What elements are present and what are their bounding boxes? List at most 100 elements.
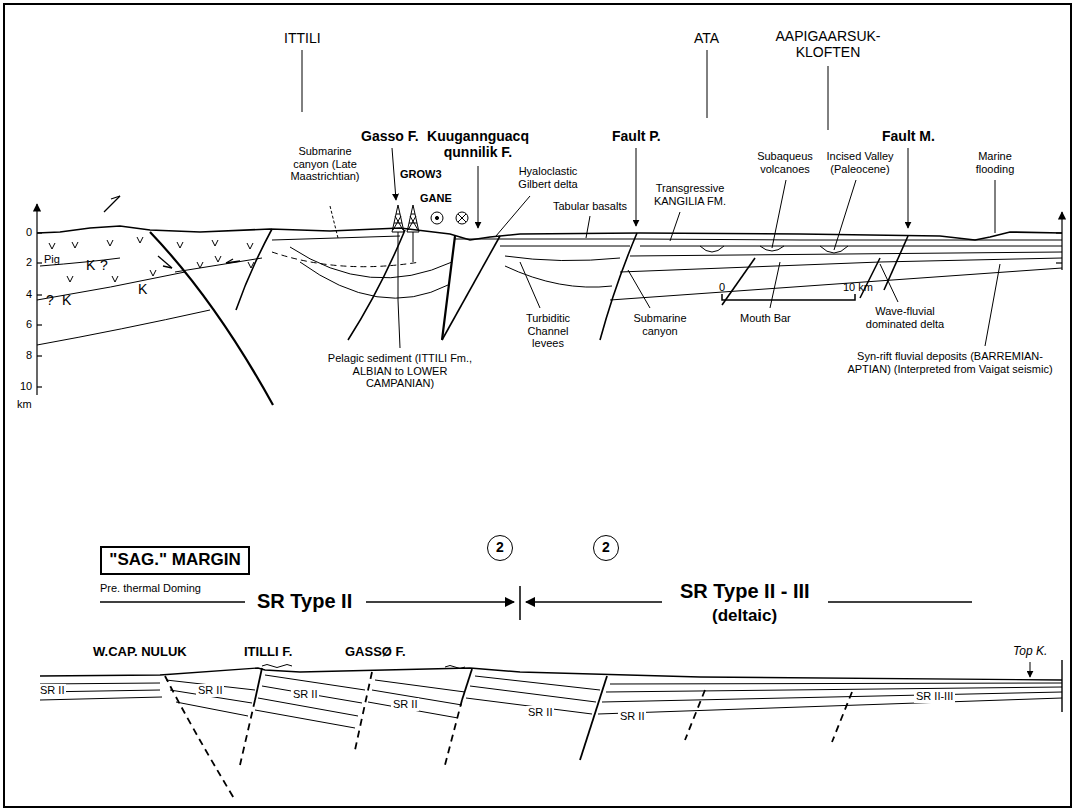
scale-label: 10 km [843,281,873,294]
leader-lines [707,50,708,118]
stratigraphy [640,246,1062,247]
zone-arrows [100,601,245,603]
source-rock-label: SR II [38,684,66,697]
leader-lines [628,270,650,308]
annotation: Turbiditic Channel levees [511,312,585,350]
stratigraphy [37,272,185,300]
volcanic-symbols [212,240,218,246]
well-symbols [392,205,404,232]
sag-section [475,676,600,690]
section-name: ATA [694,30,719,46]
well-symbols [392,205,468,300]
well-symbols [458,214,466,222]
fault-motion-arrows [104,196,120,212]
fault-motion-arrows [104,196,240,268]
fault-lines [600,233,637,340]
well-symbols [413,232,414,262]
stratigraphy [620,258,1062,272]
volcanic-symbols [72,242,78,248]
sag-faults [240,700,255,765]
sag-faults [165,668,852,800]
depth-axis [37,324,42,325]
annotation: Marine flooding [965,150,1025,175]
volcanic-symbols [67,276,73,282]
source-rock-label: SR II [196,684,224,697]
annotation: Wave-fluvial dominated delta [862,305,948,330]
unit-label: K [62,292,71,308]
leader-lines [398,300,400,348]
volcanic-symbols [215,256,221,262]
fault-name: ITILLI F. [244,645,292,660]
annotation: Pelagic sediment (ITTILI Fm., ALBIAN to … [325,352,475,390]
leader-lines [834,180,856,250]
fault-lines [348,230,405,340]
volcanic-symbols [137,237,143,243]
stratigraphy [37,310,210,345]
fault-name: GASSØ F. [345,645,406,660]
unit-label: ? [46,292,54,308]
stratigraphy [630,252,1062,256]
stratigraphy [37,226,1062,240]
sag-section [262,686,362,703]
margin-title-box: "SAG." MARGIN [100,546,250,575]
scale-label: 0 [719,281,725,294]
volcanic-symbols [49,243,55,249]
sag-section [176,702,248,716]
sag-faults [685,690,705,740]
axis-tick: 2 [26,256,32,269]
volcanic-symbols [150,270,156,276]
fault-motion-arrows [111,196,120,199]
sag-section [40,697,162,700]
leader-lines [908,148,909,228]
sag-section [255,710,355,728]
sag-faults [580,676,607,760]
zone-name: (deltaic) [712,606,777,626]
sag-faults [165,676,235,800]
fault-lines [442,236,500,340]
leader-lines [995,180,996,233]
sag-section [375,680,465,692]
zone-arrows [828,601,972,603]
horizon-name: Top K. [1013,645,1047,659]
volcanic-symbols [112,276,118,282]
zone-arrows [526,601,662,603]
stratigraphy [272,236,400,240]
stratigraphy [455,239,1062,240]
annotation: Subaqueus volcanoes [749,150,821,175]
leader-lines [586,216,590,238]
fault-name: Fault M. [882,128,935,144]
unit-label: ? [100,257,108,273]
depth-axis [37,294,42,295]
leader-lines [330,206,338,238]
unit-label: Pig [44,253,60,266]
fault-name: Gasso F. [361,128,419,144]
depth-axis [37,204,1062,395]
leader-lines [302,50,303,112]
leader-lines [828,66,829,130]
zone-arrows [519,586,521,620]
sag-section [40,668,1062,680]
well-symbols [407,205,419,232]
depth-axis [37,386,42,387]
unit-label: K [138,281,147,297]
stratigraphy [505,266,612,287]
volcanic-symbols [177,242,183,248]
annotation: Mouth Bar [740,312,791,325]
axis-tick: 0 [26,226,32,239]
fault-lines [722,258,755,305]
annotation: Incised Valley (Paleocene) [822,150,898,175]
sag-section [1030,662,1031,677]
depth-axis [1056,262,1062,263]
source-rock-label: SR II-III [914,690,955,703]
stratigraphy [505,256,620,261]
fault-lines [150,229,908,405]
unit-label: K [86,257,95,273]
callout-number: 2 [593,535,619,561]
leader-lines [670,212,680,241]
fault-motion-arrows [163,266,172,268]
annotation: Submarine canyon (Late Maastrichtian) [289,145,361,183]
leader-lines [985,264,1000,346]
node-text: 2 [602,540,610,555]
zone-name: SR Type II [257,590,352,613]
